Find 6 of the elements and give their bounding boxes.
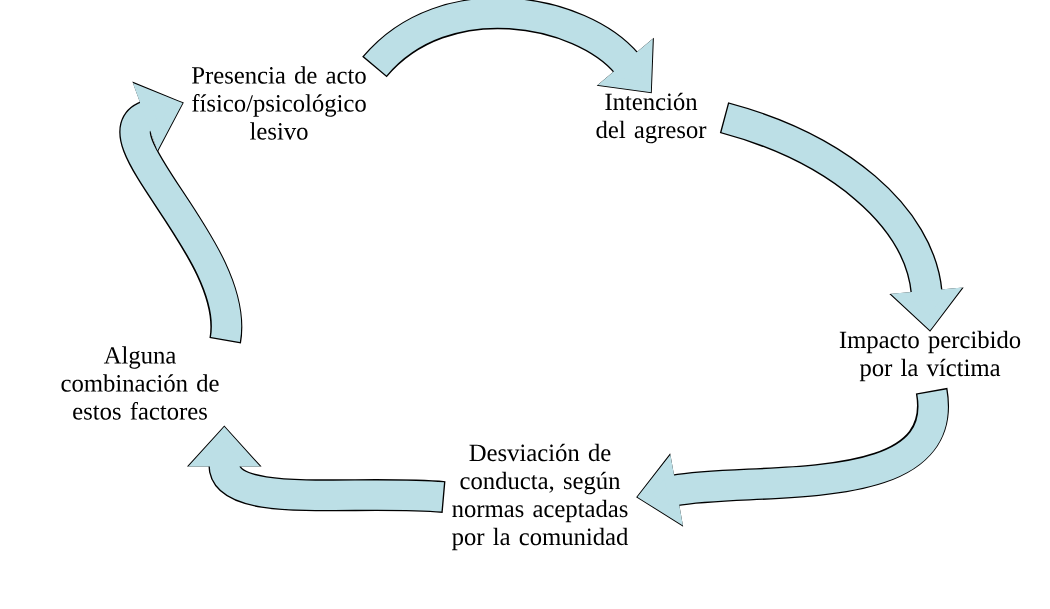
text-label: Desviación de conducta, según normas aceptadas por la comunidad — [452, 443, 629, 551]
text-label: Intención del agresor — [596, 92, 707, 144]
text-label: Presencia de acto físico/psicológico lesivo — [192, 66, 366, 140]
block-arrow — [119, 81, 242, 342]
text-label: Alguna combinación de estos factores — [61, 346, 219, 420]
text-label: Impacto percibido por la víctima — [839, 330, 1021, 382]
